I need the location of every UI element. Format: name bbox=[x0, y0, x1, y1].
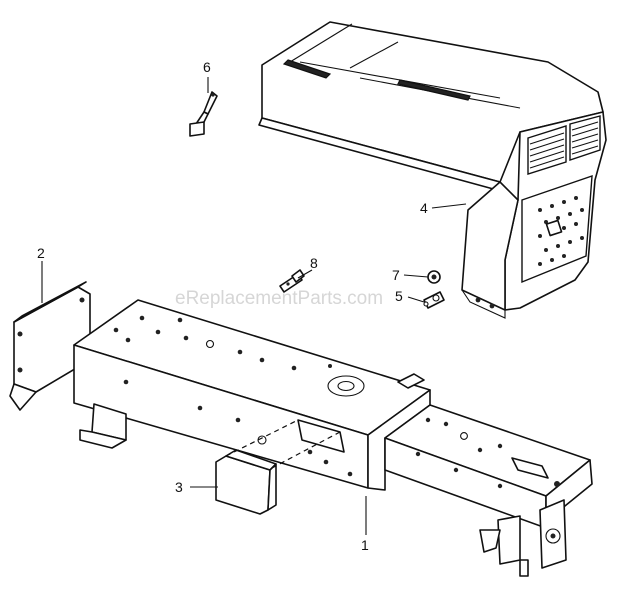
part-8-latch bbox=[279, 269, 305, 293]
part-3-assembly-line bbox=[225, 419, 299, 457]
callout-3: 3 bbox=[175, 479, 183, 495]
part-3-bracket bbox=[215, 449, 277, 515]
upper-vent-slats bbox=[529, 121, 599, 169]
part-5-clip bbox=[423, 291, 445, 309]
lower-grille-holes bbox=[538, 196, 584, 266]
callout-5-leader bbox=[407, 296, 425, 303]
callout-6: 6 bbox=[203, 59, 211, 75]
part-1-frame bbox=[73, 299, 593, 577]
part-4-hood bbox=[258, 21, 607, 319]
callout-2: 2 bbox=[37, 245, 45, 261]
part-6-bracket bbox=[189, 91, 218, 137]
part-7-nut bbox=[427, 270, 441, 284]
callout-4-leader bbox=[431, 203, 467, 209]
callout-4: 4 bbox=[420, 200, 428, 216]
callout-5: 5 bbox=[395, 288, 403, 304]
part-2-side-panel bbox=[9, 281, 91, 411]
part-3-assembly-line bbox=[271, 431, 341, 469]
callout-8: 8 bbox=[310, 255, 318, 271]
callout-8-leader bbox=[297, 269, 313, 279]
callout-7: 7 bbox=[392, 267, 400, 283]
watermark-text: eReplacementParts.com bbox=[175, 288, 383, 309]
callout-7-leader bbox=[403, 274, 429, 278]
callout-1: 1 bbox=[361, 537, 369, 553]
